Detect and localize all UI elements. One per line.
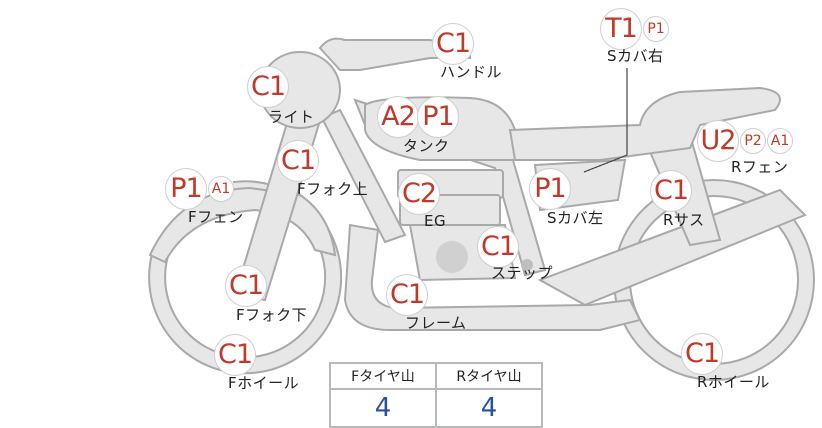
tire-table-header-row: Fタイヤ山 Rタイヤ山 <box>329 362 543 390</box>
label-f-wheel: C1 <box>214 334 256 376</box>
part-name-light: ライト <box>268 108 315 126</box>
tire-table-value-row: 4 4 <box>329 388 543 428</box>
part-name-tank: タンク <box>403 137 450 155</box>
code-badge: A2 <box>377 96 419 138</box>
code-badge: C1 <box>386 274 428 316</box>
code-badge: P1 <box>529 168 571 210</box>
code-badge: C1 <box>681 333 723 375</box>
step-peg <box>521 259 533 271</box>
code-badge: P1 <box>417 96 459 138</box>
code-badge: C1 <box>432 23 474 65</box>
code-badge: C2 <box>398 173 440 215</box>
code-badge-small: P2 <box>740 128 766 154</box>
code-badge: P1 <box>165 168 207 210</box>
code-badge-small: P1 <box>643 16 669 42</box>
tire-tread-table: Fタイヤ山 Rタイヤ山 4 4 <box>329 362 543 428</box>
code-badge: C1 <box>214 334 256 376</box>
code-badge: C1 <box>650 170 692 212</box>
label-f-fork-lower: C1 <box>225 265 267 307</box>
part-name-handle: ハンドル <box>440 63 503 81</box>
code-badge: C1 <box>277 140 319 182</box>
part-name-frame: フレーム <box>405 314 467 332</box>
label-r-suspension: C1 <box>650 170 692 212</box>
part-name-f-fork-lower: Fフォク下 <box>236 306 308 324</box>
part-name-f-wheel: Fホイール <box>228 374 300 392</box>
part-name-s-cover-right: Sカバ右 <box>607 47 664 65</box>
part-name-f-fork-upper: Fフォク上 <box>297 180 369 198</box>
code-badge-small: A1 <box>767 128 793 154</box>
code-badge: C1 <box>247 66 289 108</box>
front-tire-header: Fタイヤ山 <box>329 362 437 390</box>
label-r-wheel: C1 <box>681 333 723 375</box>
rear-tire-value: 4 <box>435 388 543 428</box>
front-tire-value: 4 <box>329 388 437 428</box>
label-s-cover-left: P1 <box>529 168 571 210</box>
label-f-fork-upper: C1 <box>277 140 319 182</box>
code-badge: T1 <box>600 8 642 50</box>
part-name-engine: EG <box>424 212 447 230</box>
part-name-r-suspension: Rサス <box>663 211 705 229</box>
leader-line <box>583 68 628 173</box>
part-name-r-wheel: Rホイール <box>697 373 770 391</box>
label-frame: C1 <box>386 274 428 316</box>
engine-cover-circle <box>436 241 468 273</box>
label-step: C1 <box>477 226 519 268</box>
part-name-s-cover-left: Sカバ左 <box>547 209 604 227</box>
rear-tire-header: Rタイヤ山 <box>435 362 543 390</box>
label-engine: C2 <box>398 173 440 215</box>
code-badge: C1 <box>225 265 267 307</box>
seat-shape <box>508 86 781 161</box>
code-badge-small: A1 <box>208 176 234 202</box>
code-badge: U2 <box>697 120 739 162</box>
code-badge: C1 <box>477 226 519 268</box>
leader-line-dotted <box>583 157 621 173</box>
part-name-f-fender: Fフェン <box>188 208 244 226</box>
part-name-r-fender: Rフェン <box>731 158 789 176</box>
frame-lower-shape <box>343 223 642 331</box>
label-light: C1 <box>247 66 289 108</box>
part-name-step: ステップ <box>491 264 554 282</box>
label-handle: C1 <box>432 23 474 65</box>
